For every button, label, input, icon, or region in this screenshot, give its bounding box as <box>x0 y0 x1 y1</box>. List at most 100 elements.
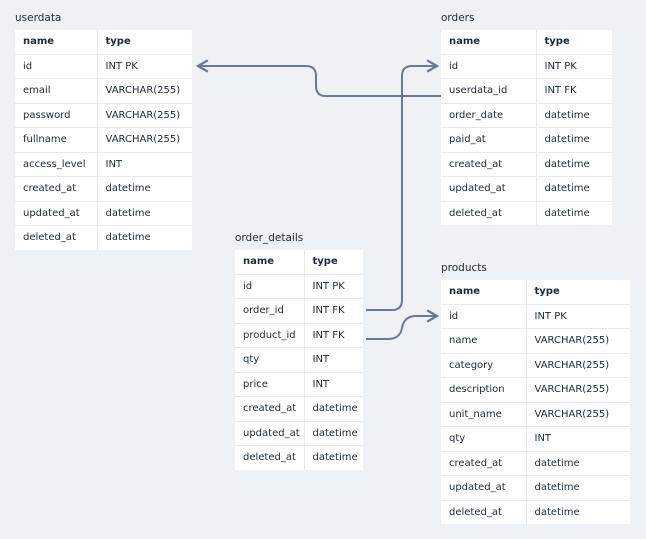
table-row: deleted_at datetime <box>15 225 192 250</box>
field-type: datetime <box>304 421 363 446</box>
column-header-name: name <box>441 30 537 55</box>
field-name: id <box>441 304 527 329</box>
field-type: VARCHAR(255) <box>97 127 192 153</box>
field-name: updated_at <box>441 176 537 202</box>
field-type: INT PK <box>526 304 630 329</box>
field-name: product_id <box>235 323 305 348</box>
field-name: unit_name <box>441 402 527 427</box>
field-type: datetime <box>536 127 612 153</box>
field-name: created_at <box>441 152 537 177</box>
column-header-type: type <box>536 30 612 55</box>
field-type: datetime <box>536 176 612 202</box>
field-name: created_at <box>441 451 527 476</box>
field-name: order_date <box>441 103 537 128</box>
field-type: datetime <box>536 152 612 177</box>
field-type: datetime <box>536 103 612 128</box>
field-name: deleted_at <box>15 225 98 250</box>
field-name: description <box>441 377 527 403</box>
field-name: qty <box>235 347 305 373</box>
column-header-name: name <box>15 30 98 55</box>
field-type: VARCHAR(255) <box>97 103 192 128</box>
field-name: deleted_at <box>441 201 537 225</box>
table-title: orders <box>441 12 475 24</box>
field-name: userdata_id <box>441 78 537 104</box>
field-name: id <box>15 54 98 79</box>
field-type: datetime <box>534 506 580 518</box>
field-type: INT PK <box>304 274 363 299</box>
field-name: id <box>235 274 305 299</box>
field-type: VARCHAR(255) <box>526 328 630 354</box>
field-type: INT PK <box>97 54 192 79</box>
field-name: updated_at <box>235 421 305 446</box>
field-type: VARCHAR(255) <box>526 353 630 378</box>
field-type: INT <box>97 152 192 177</box>
field-name: qty <box>441 426 527 452</box>
column-header-type: type <box>304 250 363 275</box>
relation-order-details-product-id <box>366 309 440 340</box>
table-title: order_details <box>235 232 304 244</box>
relation-orders-userdata-id <box>195 59 441 97</box>
field-type: INT FK <box>304 323 363 348</box>
field-name: price <box>235 372 305 397</box>
field-type: VARCHAR(255) <box>526 402 630 427</box>
header-row: name type <box>15 30 192 55</box>
header-row: name type <box>235 250 363 275</box>
field-name: paid_at <box>441 127 537 153</box>
field-type: datetime <box>97 176 192 202</box>
field-name: email <box>15 78 98 104</box>
header-row: name type <box>441 30 612 55</box>
field-type: INT PK <box>536 54 612 79</box>
table-title: products <box>441 262 487 274</box>
column-header-name: name <box>441 280 527 305</box>
field-name: created_at <box>235 396 305 422</box>
field-name: id <box>441 54 537 79</box>
field-name: updated_at <box>441 475 527 501</box>
column-header-type: type <box>97 30 192 55</box>
relation-order-details-order-id <box>366 59 440 311</box>
field-name: category <box>441 353 527 378</box>
field-type: INT <box>526 426 630 452</box>
column-header-name: name <box>235 250 305 275</box>
field-type: datetime <box>105 232 151 244</box>
field-name: password <box>15 103 98 128</box>
field-name: order_id <box>235 298 305 324</box>
field-type: VARCHAR(255) <box>526 377 630 403</box>
field-name: deleted_at <box>441 500 527 524</box>
field-name: created_at <box>15 176 98 202</box>
field-type: INT <box>304 372 363 397</box>
field-type: INT <box>304 347 363 373</box>
field-name: fullname <box>15 127 98 153</box>
field-type: datetime <box>97 201 192 226</box>
table-title: userdata <box>15 12 62 24</box>
